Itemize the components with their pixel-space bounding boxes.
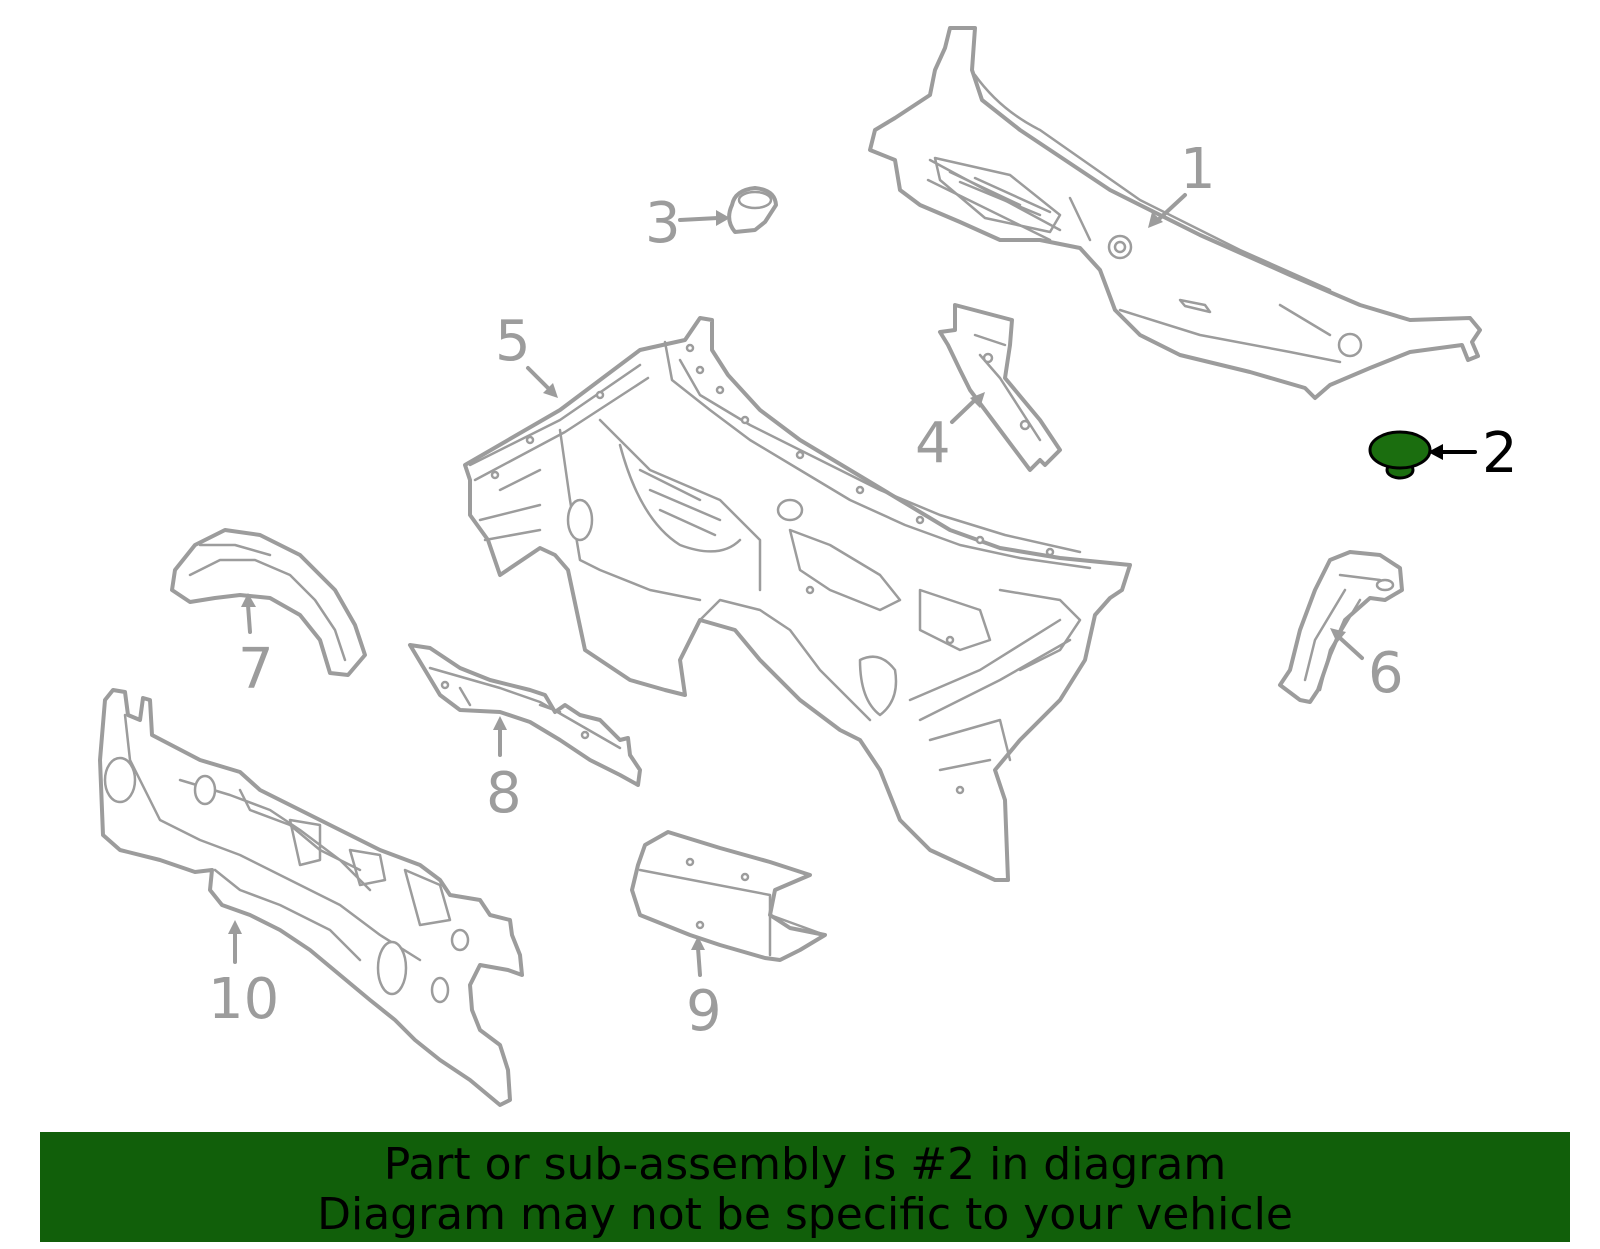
callout-5-group: 5 (495, 309, 558, 398)
callout-1: 1 (1180, 137, 1216, 202)
part-5-dash-panel[interactable] (463, 316, 1132, 882)
callout-6: 6 (1368, 641, 1404, 706)
banner-line-2: Diagram may not be specific to your vehi… (317, 1189, 1293, 1240)
part-8-reinforcement[interactable] (408, 643, 642, 787)
callout-2-group: 2 (1428, 421, 1518, 486)
part-9-lower-bracket[interactable] (630, 830, 827, 962)
callout-8: 8 (486, 761, 522, 826)
info-banner: Part or sub-assembly is #2 in diagram Di… (40, 1132, 1570, 1242)
callout-9: 9 (686, 979, 722, 1044)
callout-2: 2 (1482, 421, 1518, 486)
callout-6-group: 6 (1330, 628, 1404, 706)
callout-1-group: 1 (1148, 137, 1216, 228)
callout-7: 7 (238, 637, 274, 702)
callout-5: 5 (495, 309, 531, 374)
callout-4: 4 (915, 411, 951, 476)
part-7-left-bracket[interactable] (170, 528, 367, 677)
banner-line-1: Part or sub-assembly is #2 in diagram (383, 1139, 1227, 1190)
callout-8-group: 8 (486, 716, 522, 826)
part-3-grommet[interactable] (727, 186, 778, 234)
part-10-insulator[interactable] (98, 688, 524, 1107)
part-4-bracket[interactable] (938, 303, 1062, 472)
callout-9-group: 9 (686, 936, 722, 1044)
part-6-right-bracket[interactable] (1278, 550, 1404, 704)
callout-4-group: 4 (915, 392, 985, 476)
callout-7-group: 7 (238, 593, 274, 702)
callout-3: 3 (645, 191, 681, 256)
part-2-plug[interactable] (1368, 430, 1432, 480)
part-1-cowl-panel[interactable] (868, 26, 1482, 400)
callout-10-group: 10 (208, 920, 279, 1032)
callout-3-group: 3 (645, 191, 730, 256)
callout-10: 10 (208, 967, 279, 1032)
